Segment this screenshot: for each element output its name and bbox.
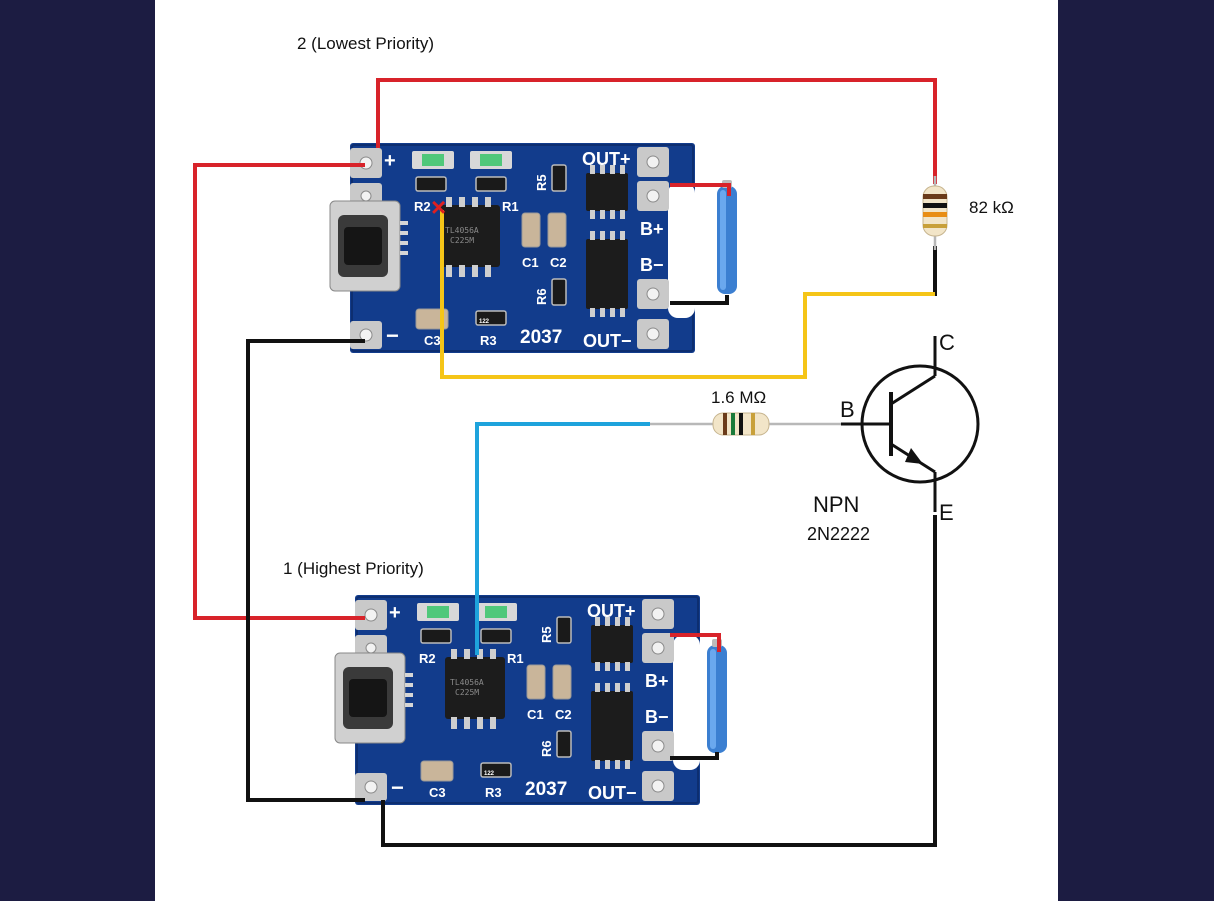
chip-line2: C225M xyxy=(455,688,479,697)
resistor-82k xyxy=(922,176,948,250)
silk-r3: R3 xyxy=(485,785,502,800)
silk-code: 2037 xyxy=(520,327,562,348)
silk-r2: R2 xyxy=(414,199,431,214)
wire-black-left xyxy=(246,339,365,802)
silk-r1: R1 xyxy=(502,199,519,214)
silk-r5: R5 xyxy=(539,626,554,643)
wire-red-top xyxy=(376,78,937,184)
label-pin-b: B xyxy=(840,397,855,422)
wire-black-battery-bottom xyxy=(670,752,719,760)
label-transistor-part: 2N2222 xyxy=(807,524,870,544)
silk-out-plus: OUT+ xyxy=(582,149,631,169)
circuit-diagram: + − OUT+ OUT− B+ B− R2 R1 C1 C2 C3 R3 R5… xyxy=(193,34,1014,847)
npn-transistor-symbol xyxy=(841,336,980,512)
cut-mark-icon: × xyxy=(431,192,446,222)
wire-black-bottom xyxy=(381,515,937,847)
battery-bottom xyxy=(707,639,727,753)
label-resistor-1m6: 1.6 MΩ xyxy=(711,388,766,407)
silk-b-minus: B− xyxy=(640,255,664,275)
label-board-top: 2 (Lowest Priority) xyxy=(297,34,434,53)
chip-line2: C225M xyxy=(450,236,474,245)
silk-r5: R5 xyxy=(534,174,549,191)
resistor-code: 122 xyxy=(479,319,490,325)
silk-out-minus: OUT− xyxy=(588,783,637,803)
silk-b-plus: B+ xyxy=(645,671,669,691)
silk-c2: C2 xyxy=(555,707,572,722)
silk-out-plus: OUT+ xyxy=(587,601,636,621)
wire-red-left xyxy=(193,163,365,620)
chip-line1: TL4056A xyxy=(445,226,479,235)
label-pin-c: C xyxy=(939,330,955,355)
silk-b-minus: B− xyxy=(645,707,669,727)
resistor-code: 122 xyxy=(484,771,495,777)
wire-yellow xyxy=(440,210,935,379)
label-pin-e: E xyxy=(939,500,954,525)
silk-code: 2037 xyxy=(525,779,567,800)
wire-black-battery-top xyxy=(670,295,729,305)
silk-c1: C1 xyxy=(522,255,539,270)
wire-red-battery-bottom xyxy=(670,633,721,652)
silk-c3: C3 xyxy=(429,785,446,800)
silk-plus: + xyxy=(389,602,401,624)
silk-r6: R6 xyxy=(539,740,554,757)
label-transistor-type: NPN xyxy=(813,492,859,517)
charger-board-top: + − OUT+ OUT− B+ B− R2 R1 C1 C2 C3 R3 R5… xyxy=(329,142,696,354)
silk-minus: − xyxy=(386,323,399,348)
diagram-canvas: + − OUT+ OUT− B+ B− R2 R1 C1 C2 C3 R3 R5… xyxy=(155,0,1058,901)
label-board-bottom: 1 (Highest Priority) xyxy=(283,559,424,578)
chip-line1: TL4056A xyxy=(450,678,484,687)
silk-c3: C3 xyxy=(424,333,441,348)
label-resistor-82k: 82 kΩ xyxy=(969,198,1014,217)
charger-board-bottom: + − OUT+ OUT− B+ B− R2 R1 C1 C2 C3 R3 R5… xyxy=(334,594,701,806)
silk-r1: R1 xyxy=(507,651,524,666)
wire-blue xyxy=(475,422,650,655)
resistor-1m6 xyxy=(712,412,770,436)
silk-r3: R3 xyxy=(480,333,497,348)
silk-r2: R2 xyxy=(419,651,436,666)
silk-r6: R6 xyxy=(534,288,549,305)
silk-minus: − xyxy=(391,775,404,800)
silk-b-plus: B+ xyxy=(640,219,664,239)
battery-top xyxy=(717,180,737,294)
wire-red-battery-top xyxy=(670,183,731,196)
silk-c2: C2 xyxy=(550,255,567,270)
silk-c1: C1 xyxy=(527,707,544,722)
silk-plus: + xyxy=(384,150,396,172)
silk-out-minus: OUT− xyxy=(583,331,632,351)
